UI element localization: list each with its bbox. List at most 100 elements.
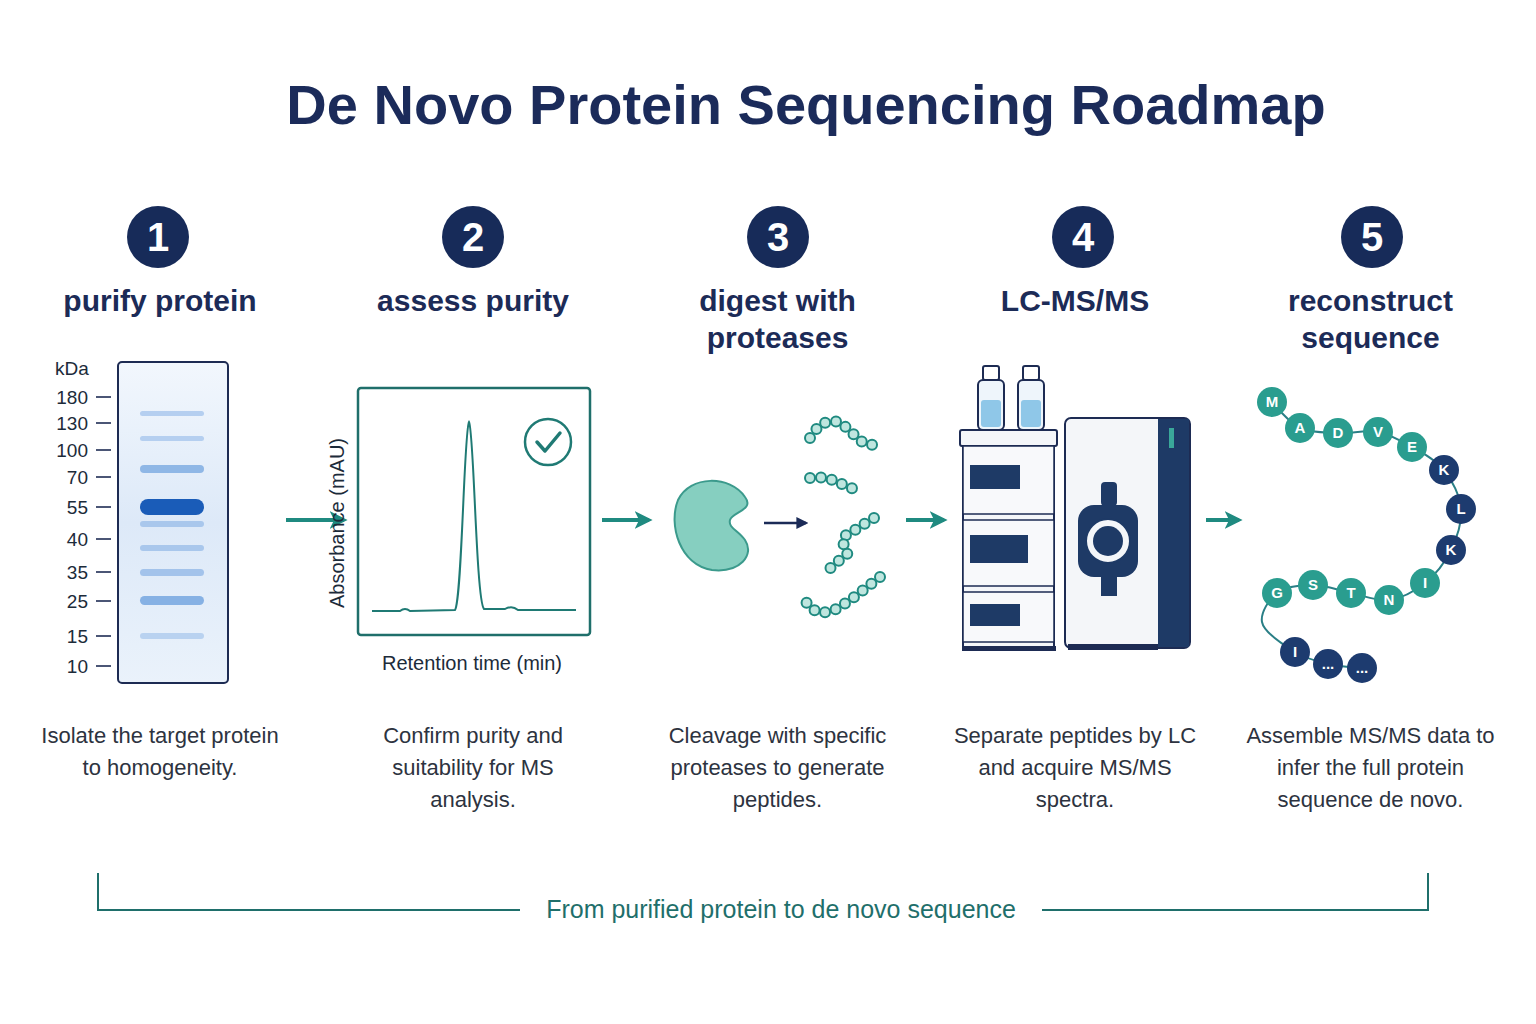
step-number: 5 — [1341, 206, 1403, 268]
bottom-bracket — [98, 873, 520, 910]
lc-ms-instrument — [983, 366, 999, 380]
residue-letter: L — [1456, 500, 1465, 518]
lc-ms-instrument — [970, 465, 1020, 489]
residue-letter: M — [1266, 393, 1279, 411]
step-number-text: 2 — [462, 215, 484, 259]
residue-letter: ... — [1322, 655, 1335, 673]
peptide-chain — [847, 483, 857, 493]
residue-bead: ... — [1313, 649, 1343, 679]
lc-ms-instrument — [970, 535, 1028, 563]
step-heading: digest with proteases — [678, 282, 878, 356]
lc-ms-instrument — [981, 400, 1001, 427]
residue-bead: A — [1285, 413, 1315, 443]
peptide-chain — [810, 605, 820, 615]
peptide-chain — [857, 437, 867, 447]
step-column: assess purityConfirm purity and suitabil… — [350, 282, 596, 816]
peptide-chain — [858, 586, 868, 596]
chromatogram — [525, 419, 571, 465]
residue-letter: G — [1271, 584, 1283, 602]
gel-image — [96, 362, 228, 683]
gel-image — [140, 436, 204, 441]
lc-ms-instrument — [963, 446, 1054, 650]
lc-ms-instrument — [960, 366, 1190, 651]
lc-ms-instrument — [963, 592, 1054, 642]
step-number-text: 4 — [1072, 215, 1094, 259]
step-number-text: 3 — [767, 215, 789, 259]
lc-ms-instrument — [1101, 576, 1117, 596]
peptide-chain — [860, 519, 870, 529]
residue-bead: I — [1280, 637, 1310, 667]
sequence-chain — [1262, 402, 1461, 668]
peptide-chain — [820, 418, 830, 428]
peptide-chain — [866, 579, 876, 589]
residue-letter: E — [1407, 438, 1417, 456]
step-heading: LC-MS/MS — [950, 282, 1200, 319]
bottom-bracket — [1042, 873, 1428, 910]
lc-ms-instrument — [960, 430, 1057, 446]
residue-letter: I — [1423, 574, 1427, 592]
lc-ms-instrument — [963, 446, 1054, 514]
step-number-text: 1 — [147, 215, 169, 259]
tick-value: 25 — [67, 590, 88, 613]
lc-ms-instrument — [963, 520, 1054, 586]
gel-image — [96, 571, 111, 573]
tick-value: 10 — [67, 655, 88, 678]
step-column: digest with proteasesCleavage with speci… — [655, 282, 900, 816]
residue-letter: T — [1346, 584, 1355, 602]
residue-letter: I — [1293, 643, 1297, 661]
protease-enzyme — [764, 522, 806, 525]
gel-image — [140, 499, 204, 515]
peptide-chain — [834, 556, 844, 566]
peptide-chain — [867, 440, 877, 450]
peptide-chain — [802, 417, 885, 618]
gel-image — [96, 422, 111, 424]
residue-letter: N — [1384, 591, 1395, 609]
lc-ms-instrument — [1018, 380, 1044, 430]
residue-bead: K — [1436, 535, 1466, 565]
step-number-text: 5 — [1361, 215, 1383, 259]
residue-bead: E — [1397, 432, 1427, 462]
gel-image — [96, 476, 111, 478]
lc-ms-instrument — [970, 604, 1020, 626]
flow-arrow — [602, 518, 649, 522]
residue-bead: K — [1429, 455, 1459, 485]
tick-value: 35 — [67, 561, 88, 584]
tick-value: 100 — [56, 439, 88, 462]
step-number: 2 — [442, 206, 504, 268]
lc-ms-instrument — [1158, 419, 1189, 647]
protease-enzyme — [675, 481, 749, 570]
gel-image — [96, 635, 111, 637]
lc-ms-instrument — [1169, 428, 1174, 448]
step-description: Separate peptides by LC and acquire MS/M… — [950, 720, 1200, 816]
gel-image — [140, 596, 204, 605]
gel-image — [96, 600, 111, 602]
tick-value: 40 — [67, 528, 88, 551]
peptide-chain — [869, 513, 879, 523]
peptide-chain — [805, 473, 815, 483]
step-heading: reconstruct sequence — [1271, 282, 1471, 356]
peptide-chain — [831, 604, 841, 614]
axis-title: Retention time (min) — [382, 651, 562, 675]
lc-ms-instrument — [1101, 482, 1117, 506]
lc-ms-instrument — [1078, 505, 1138, 577]
residue-letter: K — [1439, 461, 1450, 479]
peptide-chain — [837, 479, 847, 489]
peptide-chain — [875, 572, 885, 582]
peptide-chain — [840, 422, 850, 432]
peptide-chain — [831, 417, 841, 427]
residue-letter: A — [1295, 419, 1306, 437]
gel-image — [140, 569, 204, 576]
gel-image — [140, 465, 204, 473]
bracket-caption: From purified protein to de novo sequenc… — [540, 895, 1022, 924]
gel-image — [140, 545, 204, 551]
peptide-chain — [850, 525, 860, 535]
step-number: 3 — [747, 206, 809, 268]
chromatogram — [537, 433, 560, 451]
gel-image — [96, 538, 111, 540]
gel-image — [96, 397, 111, 666]
residue-bead: T — [1336, 578, 1366, 608]
protease-enzyme — [675, 481, 806, 570]
peptide-chain — [805, 433, 815, 443]
